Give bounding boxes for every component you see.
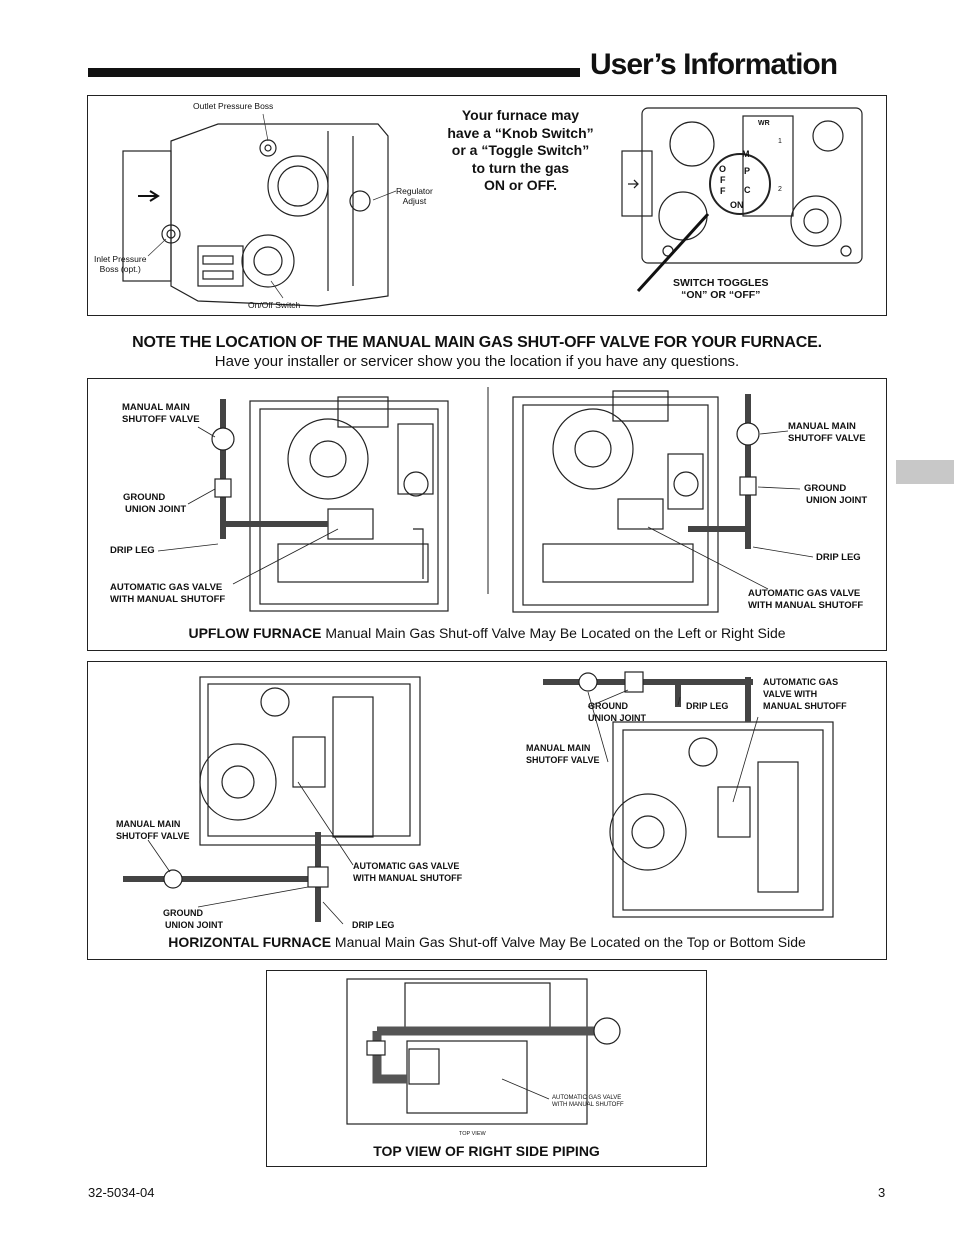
upflow-right-drip-leg: DRIP LEG [816, 552, 861, 563]
mark-2: 2 [778, 186, 782, 193]
topview-illustration [346, 978, 621, 1125]
mark-o: O [719, 164, 727, 174]
mark-f1: F [720, 175, 726, 185]
horizontal-illustration [123, 671, 834, 925]
mark-p: P [744, 166, 751, 176]
horiz-right-drip-leg: DRIP LEG [686, 701, 729, 711]
horizontal-caption: HORIZONTAL FURNACE Manual Main Gas Shut-… [168, 934, 806, 950]
mark-on: ON [730, 200, 744, 210]
page-number: 3 [878, 1185, 886, 1200]
onoff-switch-label: On/Off Switch [248, 300, 301, 310]
upflow-caption: UPFLOW FURNACE Manual Main Gas Shut-off … [188, 625, 786, 641]
mark-wr: WR [758, 120, 770, 127]
mark-1: 1 [778, 138, 782, 145]
topview-small-label: TOP VIEW [459, 1131, 486, 1137]
mark-m: M [742, 149, 750, 159]
gas-valve-illustration [122, 107, 863, 307]
upflow-illustration [157, 387, 814, 613]
doc-number: 32-5034-04 [88, 1185, 155, 1200]
header-rule [88, 68, 580, 77]
mark-c: C [744, 185, 751, 195]
note-subheading: Have your installer or servicer show you… [214, 353, 740, 370]
outlet-pressure-boss-label: Outlet Pressure Boss [193, 101, 274, 111]
note-heading: NOTE THE LOCATION OF THE MANUAL MAIN GAS… [132, 334, 822, 351]
page-title: User’s Information [590, 48, 838, 81]
upflow-left-drip-leg: DRIP LEG [110, 545, 155, 556]
switch-toggles-label: SWITCH TOGGLES“ON” OR “OFF” [673, 277, 769, 301]
horiz-left-drip-leg: DRIP LEG [352, 920, 395, 930]
side-tab [896, 460, 954, 484]
topview-caption: TOP VIEW OF RIGHT SIDE PIPING [373, 1143, 600, 1159]
mark-f2: F [720, 186, 726, 196]
